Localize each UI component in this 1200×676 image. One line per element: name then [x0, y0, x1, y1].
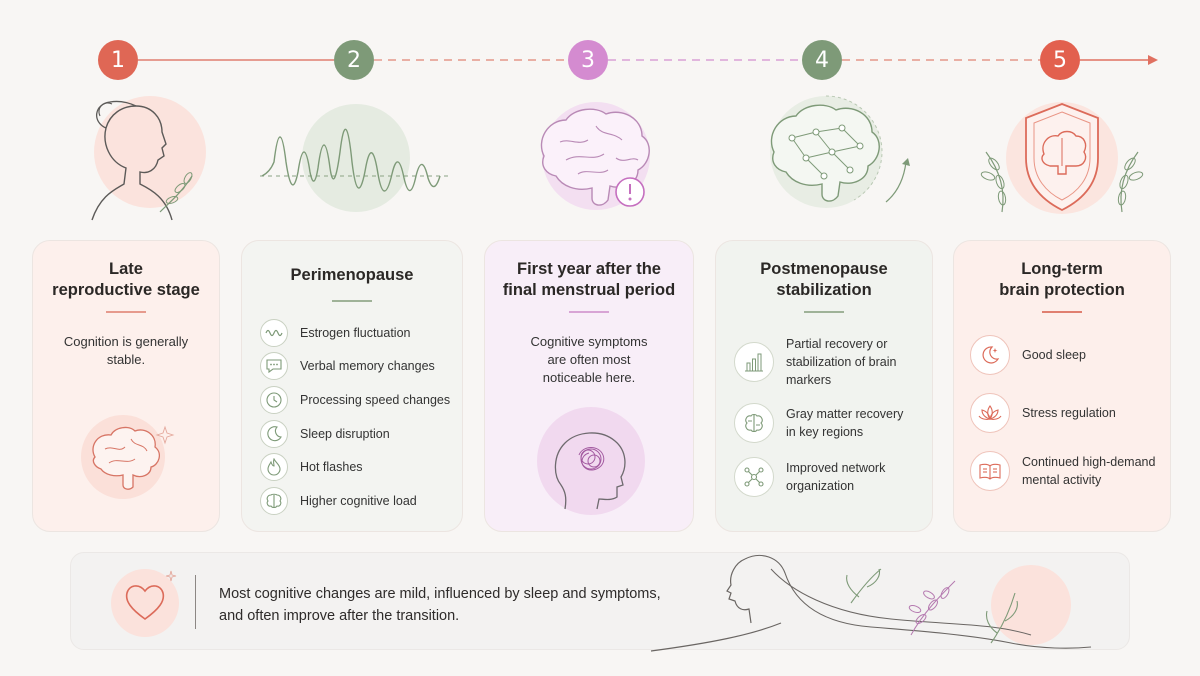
- title-underline: [106, 311, 146, 313]
- list-item-label: Processing speed changes: [300, 392, 451, 407]
- list-item-label: Stress regulation: [1022, 406, 1116, 420]
- list-item-line: Continued high-demand: [1022, 455, 1156, 469]
- list-item-label: Verbal memory changes: [300, 359, 435, 374]
- list-item-label: Good sleep: [1022, 348, 1086, 362]
- book-icon: [970, 451, 1010, 491]
- list-item-line: stabilization of brain: [786, 355, 897, 369]
- list-item: Verbal memory changes: [260, 350, 462, 384]
- heart-icon: [111, 569, 179, 637]
- list-item-line: in key regions: [786, 425, 864, 439]
- card-late-reproductive: Late reproductive stage Cognition is gen…: [32, 240, 220, 532]
- card-perimenopause: Perimenopause Estrogen fluctuation Verba…: [241, 240, 463, 532]
- list-item-label: Gray matter recovery in key regions: [786, 405, 903, 441]
- card-title-line: brain protection: [999, 281, 1125, 299]
- title-underline: [569, 311, 609, 313]
- list-item-line: mental activity: [1022, 473, 1102, 487]
- list-item-line: organization: [786, 479, 855, 493]
- network-brain-illustration: [770, 95, 910, 208]
- card-description-line: are often most: [547, 352, 631, 367]
- list-item-line: Gray matter recovery: [786, 407, 904, 421]
- list-item: Continued high-demand mental activity: [970, 451, 1170, 491]
- step-4-marker: 4: [802, 40, 842, 80]
- list-item-line: markers: [786, 373, 832, 387]
- card-title-line: reproductive stage: [52, 281, 200, 299]
- moon-icon: [260, 419, 288, 448]
- list-item: Partial recovery or stabilization of bra…: [734, 335, 932, 389]
- list-item-line: Partial recovery or: [786, 337, 888, 351]
- list-item-label: Continued high-demand mental activity: [1022, 453, 1155, 489]
- card-title-line: final menstrual period: [502, 281, 676, 299]
- card-title-line: Postmenopause: [760, 260, 888, 278]
- card-title: Late reproductive stage: [33, 259, 219, 301]
- network-icon: [734, 457, 774, 497]
- card-title: Perimenopause: [290, 266, 414, 284]
- card-title: Long-term brain protection: [954, 259, 1170, 301]
- card-description: Cognition is generally stable.: [63, 334, 189, 367]
- list-item: Higher cognitive load: [260, 484, 462, 518]
- title-underline: [1042, 311, 1082, 313]
- lotus-icon: [970, 393, 1010, 433]
- list-item-line: Improved network: [786, 461, 886, 475]
- brain-icon: [734, 403, 774, 443]
- card-postmenopause: Postmenopause stabilization Partial reco…: [715, 240, 933, 532]
- card-title: First year after the final menstrual per…: [485, 259, 693, 301]
- recovery-list: Partial recovery or stabilization of bra…: [716, 335, 932, 497]
- list-item-label: Improved network organization: [786, 459, 885, 495]
- step-5-marker: 5: [1040, 40, 1080, 80]
- list-item: Sleep disruption: [260, 417, 462, 451]
- title-underline: [804, 311, 844, 313]
- list-item: Stress regulation: [970, 393, 1170, 433]
- flowing-hair-woman-illustration: [650, 555, 1092, 652]
- list-item-label: Partial recovery or stabilization of bra…: [786, 335, 896, 389]
- card-first-year: First year after the final menstrual per…: [484, 240, 694, 532]
- card-long-term: Long-term brain protection Good sleep St…: [953, 240, 1171, 532]
- brain-icon: [81, 415, 175, 499]
- card-description-line: Cognitive symptoms: [530, 334, 648, 349]
- shield-brain-illustration: [980, 102, 1144, 214]
- list-item-label: Estrogen fluctuation: [300, 325, 411, 340]
- list-item-label: Sleep disruption: [300, 426, 390, 441]
- banner-divider: [195, 575, 196, 629]
- list-item: Estrogen fluctuation: [260, 316, 462, 350]
- estrogen-wave-illustration: [260, 104, 452, 212]
- card-title-line: Late: [109, 260, 143, 278]
- woman-profile-illustration: [91, 96, 206, 221]
- card-description: Cognitive symptoms are often most notice…: [485, 333, 693, 387]
- flame-icon: [260, 453, 288, 482]
- brain-icon: [260, 486, 288, 515]
- list-item: Gray matter recovery in key regions: [734, 403, 932, 443]
- banner-message-line: Most cognitive changes are mild, influen…: [219, 586, 661, 602]
- summary-banner: Most cognitive changes are mild, influen…: [70, 552, 1130, 652]
- title-underline: [332, 300, 372, 302]
- card-description-line: noticeable here.: [542, 370, 636, 385]
- step-1-marker: 1: [98, 40, 138, 80]
- list-item: Hot flashes: [260, 450, 462, 484]
- card-title-line: Long-term: [1021, 260, 1103, 278]
- wave-icon: [260, 318, 288, 347]
- moon-star-icon: [970, 335, 1010, 375]
- list-item: Improved network organization: [734, 457, 932, 497]
- list-item: Processing speed changes: [260, 383, 462, 417]
- banner-message-line: and often improve after the transition.: [219, 608, 460, 624]
- step-2-marker: 2: [334, 40, 374, 80]
- card-title: Postmenopause stabilization: [716, 259, 932, 301]
- list-item-label: Hot flashes: [300, 460, 363, 475]
- timeline: 1 2 3 4 5: [0, 0, 1200, 120]
- card-title-line: First year after the: [517, 260, 661, 278]
- bar-chart-icon: [734, 342, 774, 382]
- symptom-list: Estrogen fluctuation Verbal memory chang…: [242, 316, 462, 518]
- list-item-label: Higher cognitive load: [300, 493, 417, 508]
- list-item: Good sleep: [970, 335, 1170, 375]
- confused-head-icon: [537, 407, 645, 515]
- step-3-marker: 3: [568, 40, 608, 80]
- brain-alert-illustration: [540, 102, 650, 210]
- speech-bubble-icon: [260, 352, 288, 381]
- timeline-connector: [138, 55, 1158, 65]
- protection-list: Good sleep Stress regulation Continued h…: [954, 335, 1170, 491]
- banner-message: Most cognitive changes are mild, influen…: [219, 583, 661, 627]
- clock-icon: [260, 385, 288, 414]
- card-title-line: stabilization: [776, 281, 872, 299]
